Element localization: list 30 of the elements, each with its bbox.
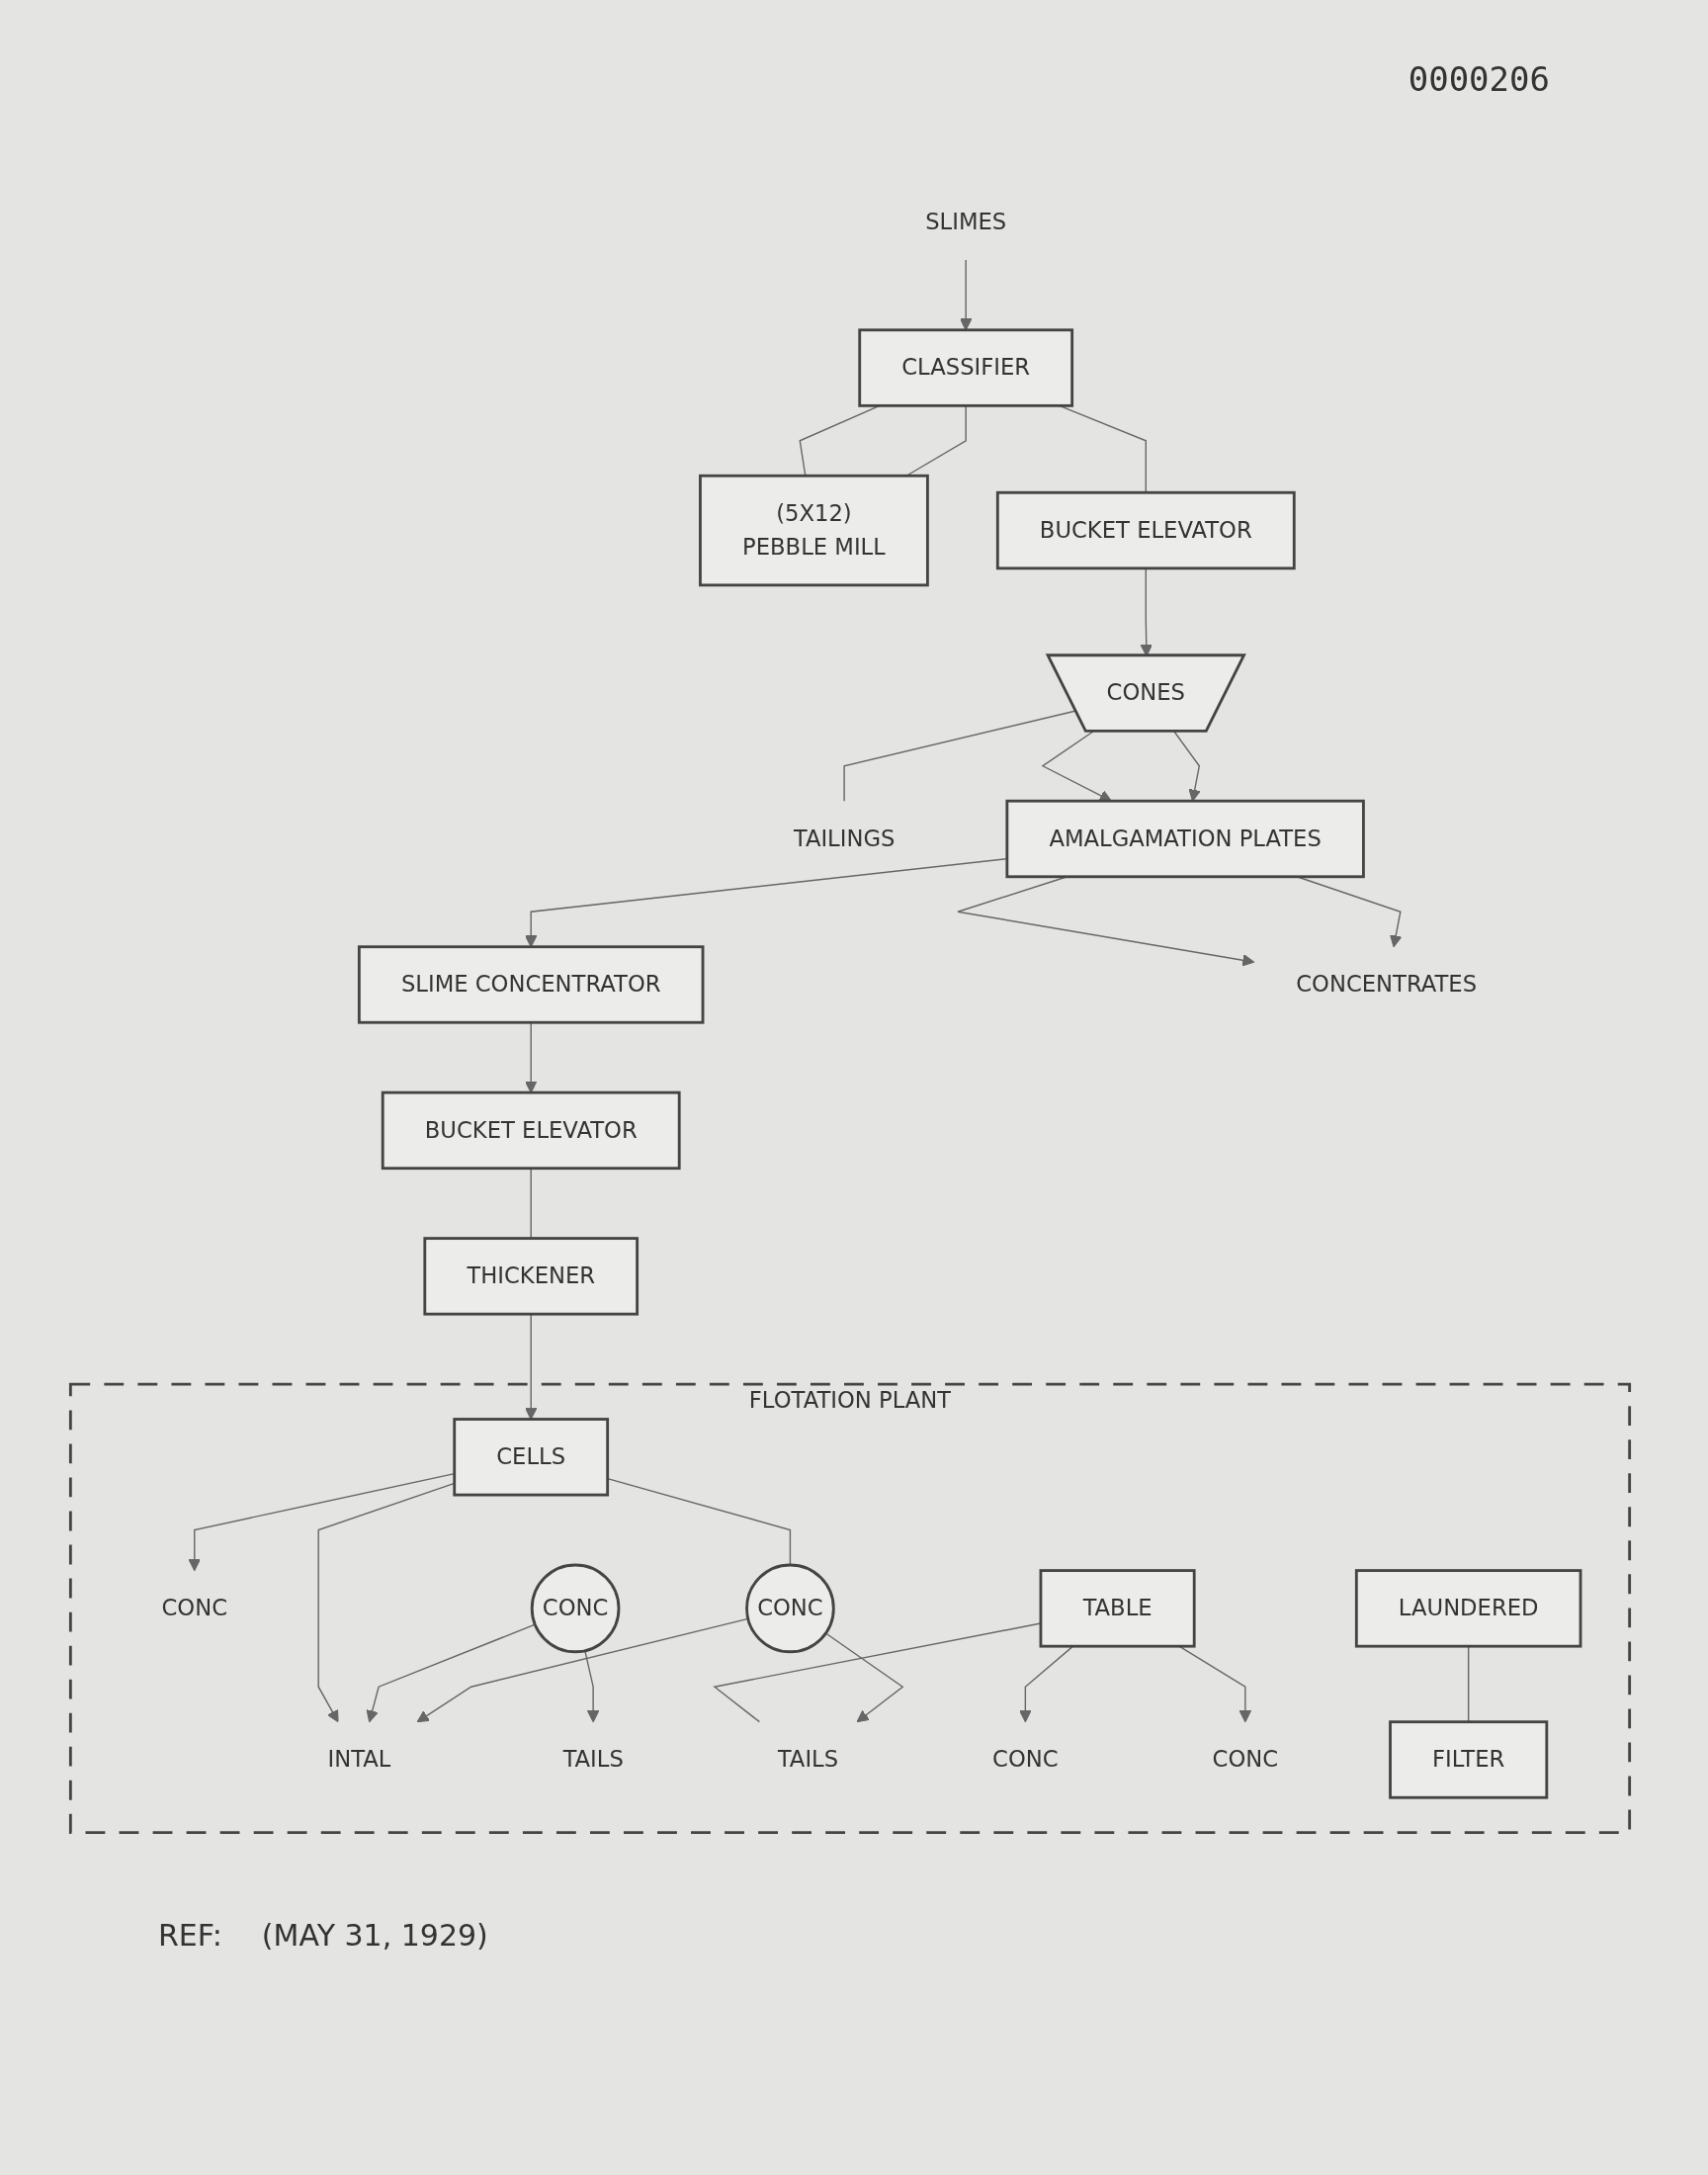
node-box: CELLS <box>453 1418 610 1497</box>
reference-note: REF: <box>158 1918 222 1953</box>
node-text: CONCENTRATES <box>1296 970 1478 998</box>
node-box: THICKENER <box>423 1237 640 1316</box>
node-circle: CONC <box>745 1563 835 1654</box>
node-text: CONC <box>1212 1745 1279 1773</box>
arrow <box>957 876 1255 967</box>
node-box: BUCKET ELEVATOR <box>381 1090 681 1171</box>
node-box: BUCKET ELEVATOR <box>995 490 1296 570</box>
node-box: AMALGAMATION PLATES <box>1005 799 1365 879</box>
reference-note: (MAY 31, 1929) <box>261 1918 488 1953</box>
node-text: TAILINGS <box>793 825 896 852</box>
document-number: 0000206 <box>1408 59 1550 99</box>
node-box: TABLE <box>1039 1569 1196 1648</box>
arrow <box>416 1617 749 1723</box>
arrow <box>824 1632 904 1723</box>
arrow <box>1173 731 1201 802</box>
node-box: CLASSIFIER <box>858 328 1074 407</box>
node-text: TAILS <box>562 1745 624 1773</box>
node-box: FILTER <box>1389 1720 1549 1799</box>
node-box: LAUNDERED <box>1354 1569 1582 1648</box>
node-text: SLIMES <box>925 208 1007 235</box>
arrow <box>1041 731 1112 802</box>
node-circle: CONC <box>530 1563 621 1654</box>
node-box: SLIME CONCENTRATOR <box>357 945 705 1024</box>
node-text: CONC <box>161 1594 228 1621</box>
node-box: (5X12) PEBBLE MILL <box>699 474 929 587</box>
node-text: CONC <box>992 1745 1059 1773</box>
node-text: TAILS <box>777 1745 839 1773</box>
node-text: INTAL <box>327 1745 391 1773</box>
